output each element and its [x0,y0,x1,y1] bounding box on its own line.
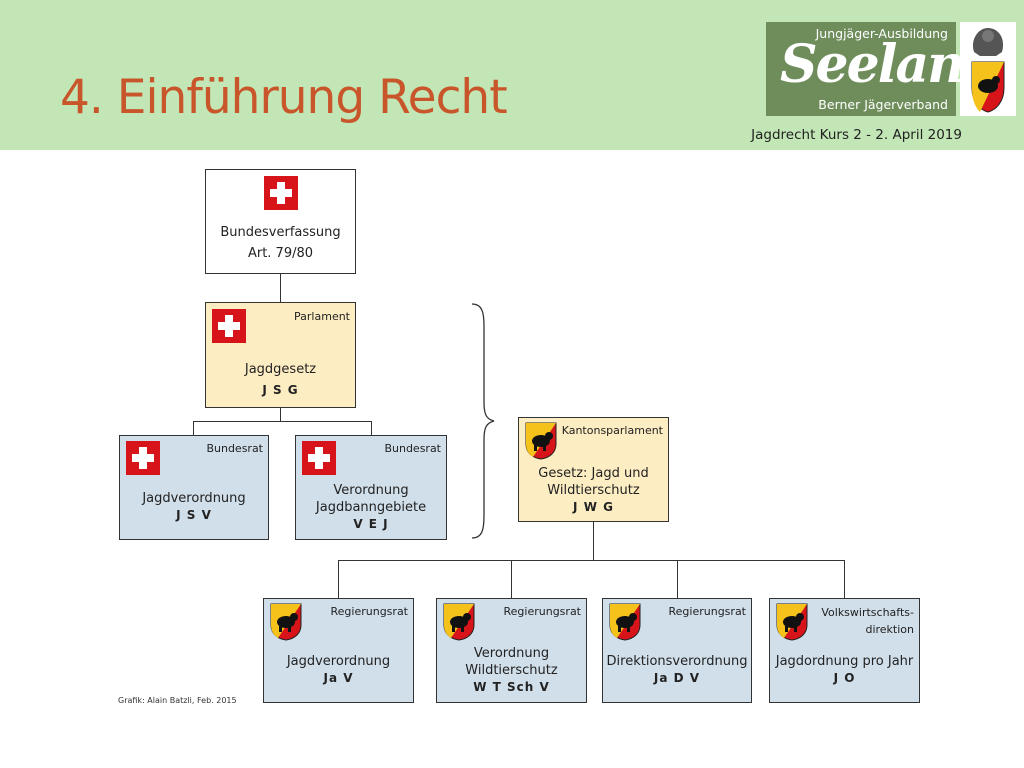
jav-text: Jagdverordnung Ja V [264,653,413,687]
seeland-logo: Jungjäger-Ausbildung Seeland Berner Jäge… [766,22,1016,116]
vej-line1: Verordnung [333,483,409,498]
connector-jwg-down [593,521,594,560]
jsv-authority: Bundesrat [206,442,263,455]
header-banner: 4. Einführung Recht Jungjäger-Ausbildung… [0,0,1024,150]
jo-authority-line1: Volkswirtschafts- [821,606,914,619]
jsv-name: Jagdverordnung [142,491,246,506]
jsg-authority: Parlament [294,310,350,323]
jadv-authority: Regierungsrat [668,605,746,618]
bv-line1: Bundesverfassung [220,225,341,240]
jsg-name: Jagdgesetz [244,362,317,377]
box-verordnung-wildtierschutz: Regierungsrat Verordnung Wildtierschutz … [436,598,587,703]
connector-wtschv [511,560,512,598]
bv-line2: Art. 79/80 [247,246,314,261]
jo-text: Jagdordnung pro Jahr J O [770,653,919,687]
vej-text: Verordnung Jagdbanngebiete V E J [296,482,446,533]
bern-coat-of-arms-icon [525,422,557,460]
wtschv-text: Verordnung Wildtierschutz W T Sch V [437,645,586,696]
jo-abbr: J O [833,671,856,685]
bern-coat-of-arms-icon [776,603,808,641]
box-jagdordnung: Volkswirtschafts- direktion Jagdordnung … [769,598,920,703]
swiss-flag-icon [302,441,336,475]
jsg-text: Jagdgesetz J S G [206,359,355,401]
box-bundesverfassung: Bundesverfassung Art. 79/80 [205,169,356,274]
swiss-flag-icon [264,176,298,210]
logo-tagline: Jungjäger-Ausbildung [815,26,948,41]
connector-jsv [193,421,194,435]
swiss-flag-icon [212,309,246,343]
box-jagdverordnung-kanton: Regierungsrat Jagdverordnung Ja V [263,598,414,703]
jav-name: Jagdverordnung [286,654,391,669]
jwg-abbr: J W G [573,500,614,514]
vej-authority: Bundesrat [384,442,441,455]
connector-vej [371,421,372,435]
jwg-line1: Gesetz: Jagd und [538,466,649,481]
vej-line2: Jagdbanngebiete [315,500,427,515]
logo-association: Berner Jägerverband [818,97,948,112]
jadv-name: Direktionsverordnung [606,654,748,669]
box-direktionsverordnung: Regierungsrat Direktionsverordnung Ja D … [602,598,752,703]
jwg-text: Gesetz: Jagd und Wildtierschutz J W G [519,465,668,516]
jadv-abbr: Ja D V [653,671,701,685]
bern-coat-of-arms-icon [609,603,641,641]
jwg-authority: Kantonsparlament [561,424,663,437]
slide-title: 4. Einführung Recht [60,70,508,125]
jav-authority: Regierungsrat [330,605,408,618]
bv-text: Bundesverfassung Art. 79/80 [206,222,355,264]
swiss-flag-icon [126,441,160,475]
box-jagdgesetz: Parlament Jagdgesetz J S G [205,302,356,408]
connector-cantonal-hbar [338,560,845,561]
connector-jadv [677,560,678,598]
box-verordnung-jagdbanngebiete: Bundesrat Verordnung Jagdbanngebiete V E… [295,435,447,540]
connector-jav [338,560,339,598]
wtschv-line2: Wildtierschutz [465,663,558,678]
jsv-text: Jagdverordnung J S V [120,490,268,524]
wtschv-line1: Verordnung [473,646,550,661]
logo-panel: Jungjäger-Ausbildung Seeland Berner Jäge… [766,22,999,116]
jav-abbr: Ja V [323,671,354,685]
jadv-text: Direktionsverordnung Ja D V [603,653,751,687]
graphic-credit: Grafik: Alain Batzli, Feb. 2015 [118,696,237,705]
wtschv-abbr: W T Sch V [473,680,550,694]
jwg-line2: Wildtierschutz [547,483,640,498]
connector-jsg-down [280,407,281,421]
vej-abbr: V E J [353,517,389,531]
connector-jo [844,560,845,598]
bern-coat-of-arms-icon [270,603,302,641]
bern-coat-of-arms-icon [443,603,475,641]
jsv-abbr: J S V [176,508,212,522]
box-jagdverordnung-bund: Bundesrat Jagdverordnung J S V [119,435,269,540]
curly-brace-icon [471,303,495,539]
box-kantonales-jagdgesetz: Kantonsparlament Gesetz: Jagd und Wildti… [518,417,669,522]
jo-authority-line2: direktion [865,623,914,636]
connector-bv-jsg [280,274,281,303]
hunter-crest-icon [960,22,1016,116]
course-date: Jagdrecht Kurs 2 - 2. April 2019 [751,127,962,143]
jsg-abbr: J S G [262,383,299,397]
connector-federal-hbar [193,421,371,422]
jo-authority: Volkswirtschafts- direktion [821,604,914,638]
wtschv-authority: Regierungsrat [503,605,581,618]
jo-name: Jagdordnung pro Jahr [775,654,914,669]
